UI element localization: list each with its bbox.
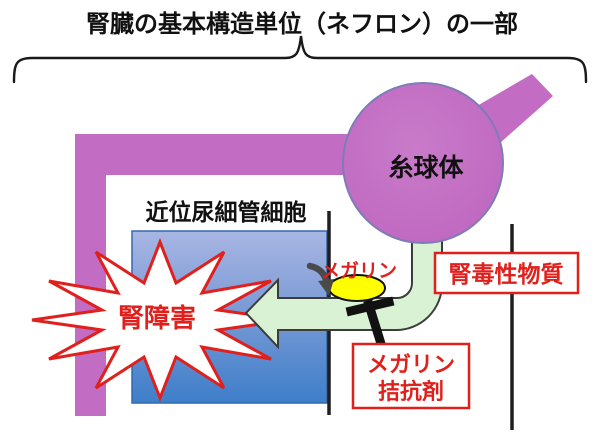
filtrate-flow-arrow [244,237,443,350]
nephrotoxin-box [433,251,580,295]
tubule-wall-top [75,134,365,175]
nephrotoxin-label: 腎毒性物質 [449,261,564,287]
megalin-label: メガリン [321,260,397,282]
diagram-title: 腎臓の基本構造単位（ネフロン）の一部 [86,10,518,38]
toxin-entry-arrowhead-icon [318,279,334,296]
glomerulus-label: 糸球体 [388,154,464,182]
inhibition-tbar-stem-icon [363,299,388,353]
glomerulus-circle [342,82,504,244]
scope-brace [12,35,588,84]
proximal-tubule-label: 近位尿細管細胞 [146,199,307,225]
antagonist-label-line1: メガリン [367,352,455,377]
antagonist-label-line2: 拮抗剤 [378,379,444,404]
tubule-wall-left [75,134,106,416]
antagonist-box [351,342,471,410]
kidney-damage-burst [31,237,289,403]
kidney-damage-label: 腎障害 [118,303,196,333]
